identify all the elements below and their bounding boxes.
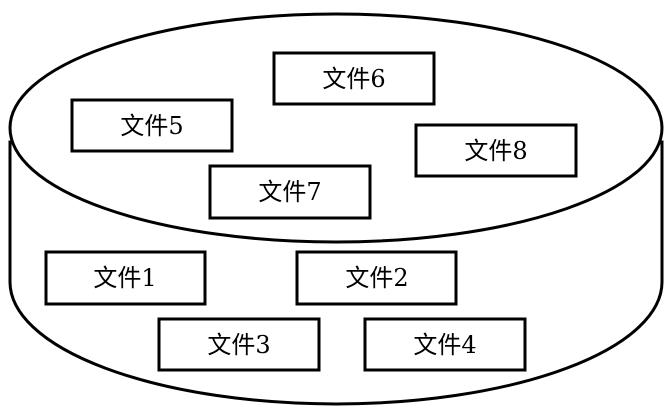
file-box-4: 文件4 xyxy=(363,317,527,372)
file-box-3: 文件3 xyxy=(157,317,321,372)
file-box-1: 文件1 xyxy=(44,250,207,306)
file-label-5: 文件5 xyxy=(120,112,183,140)
file-box-7: 文件7 xyxy=(208,164,372,220)
cylinder-top xyxy=(8,12,664,244)
file-box-5: 文件5 xyxy=(70,98,234,153)
file-label-2: 文件2 xyxy=(345,264,408,292)
file-box-6: 文件6 xyxy=(272,51,436,106)
file-label-7: 文件7 xyxy=(258,178,321,206)
file-box-2: 文件2 xyxy=(295,250,458,306)
file-box-8: 文件8 xyxy=(414,123,578,178)
file-label-4: 文件4 xyxy=(413,331,476,359)
file-label-3: 文件3 xyxy=(207,331,270,359)
file-label-6: 文件6 xyxy=(322,65,385,93)
file-label-1: 文件1 xyxy=(93,264,156,292)
file-label-8: 文件8 xyxy=(464,137,527,165)
